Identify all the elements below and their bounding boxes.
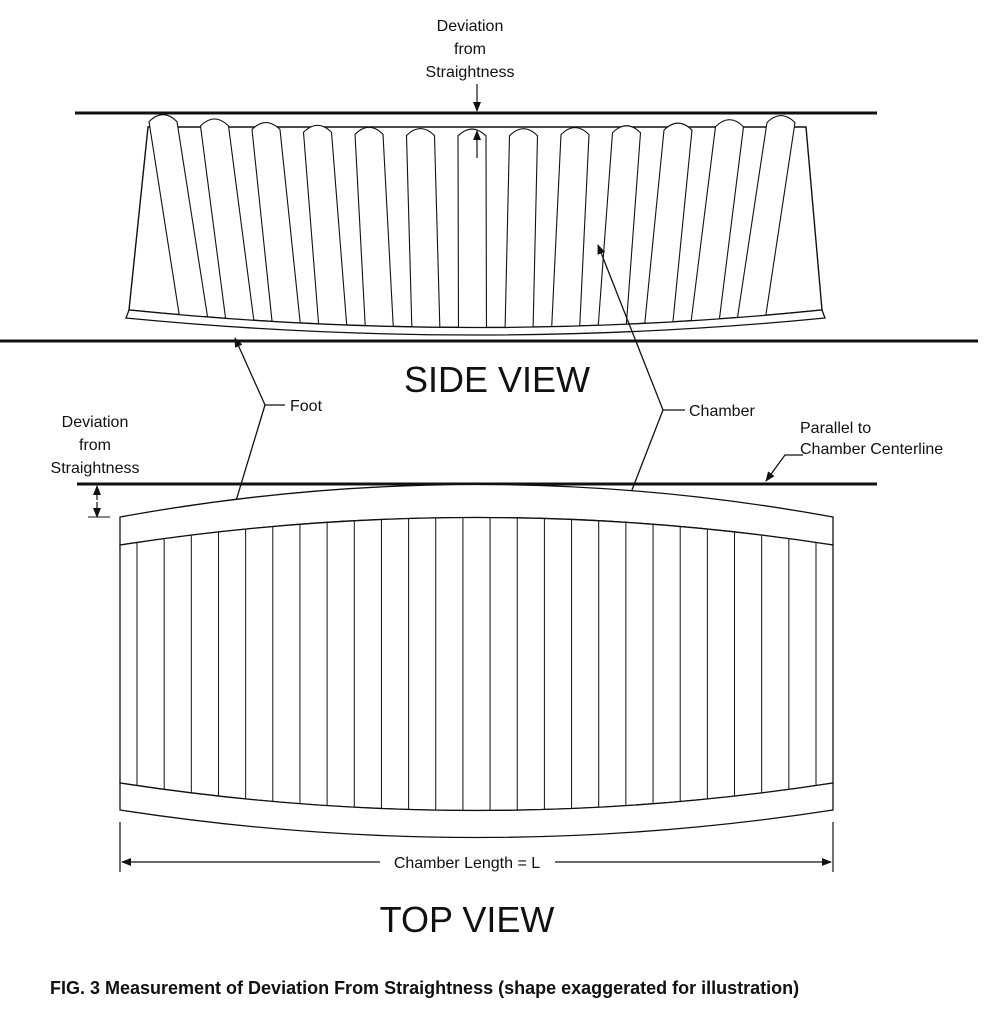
side-foot (125, 309, 826, 336)
top-chamber-body (119, 516, 834, 812)
side-rib-crest (457, 128, 488, 334)
top-deviation-label-2: from (79, 437, 111, 454)
foot-label: Foot (290, 398, 323, 415)
foot-callout-line-lower (230, 404, 266, 515)
side-rib-crest (148, 114, 209, 318)
side-chamber-ribs (148, 114, 796, 334)
callouts: Foot Chamber Parallel to Chamber Centerl… (230, 244, 943, 576)
top-deviation-label-3: Straightness (51, 460, 140, 477)
top-lower-foot (119, 782, 834, 839)
figure-caption: FIG. 3 Measurement of Deviation From Str… (50, 978, 799, 998)
top-view: Deviation from Straightness Chamber Leng… (51, 414, 877, 940)
side-rib-crest (643, 122, 693, 327)
side-rib-crest (550, 127, 590, 332)
side-rib-crest (251, 121, 302, 327)
side-deviation-label-3: Straightness (426, 64, 515, 81)
side-rib-crest (736, 114, 796, 319)
top-view-title: TOP VIEW (380, 899, 555, 940)
foot-callout-line-upper (234, 337, 285, 406)
side-rib-crest (405, 127, 441, 334)
side-view-title: SIDE VIEW (404, 359, 590, 400)
side-rib-crest (354, 126, 395, 332)
side-rib-crest (504, 128, 539, 334)
top-deviation-label-1: Deviation (62, 414, 129, 431)
side-rib-crest (302, 124, 348, 330)
side-deviation-label-1: Deviation (437, 18, 504, 35)
parallel-label-1: Parallel to (800, 420, 871, 437)
side-view: Deviation from Straightness SIDE VIEW (0, 18, 978, 400)
side-deviation-label-2: from (454, 41, 486, 58)
top-chamber-corrugations (136, 517, 817, 811)
side-rib-crest (690, 119, 745, 323)
parallel-label-2: Chamber Centerline (800, 441, 943, 458)
parallel-callout-line (765, 454, 803, 482)
side-rib-crest (597, 125, 642, 330)
chamber-label: Chamber (689, 403, 755, 420)
chamber-length-label: Chamber Length = L (394, 855, 540, 872)
side-rib-crest (199, 118, 255, 323)
